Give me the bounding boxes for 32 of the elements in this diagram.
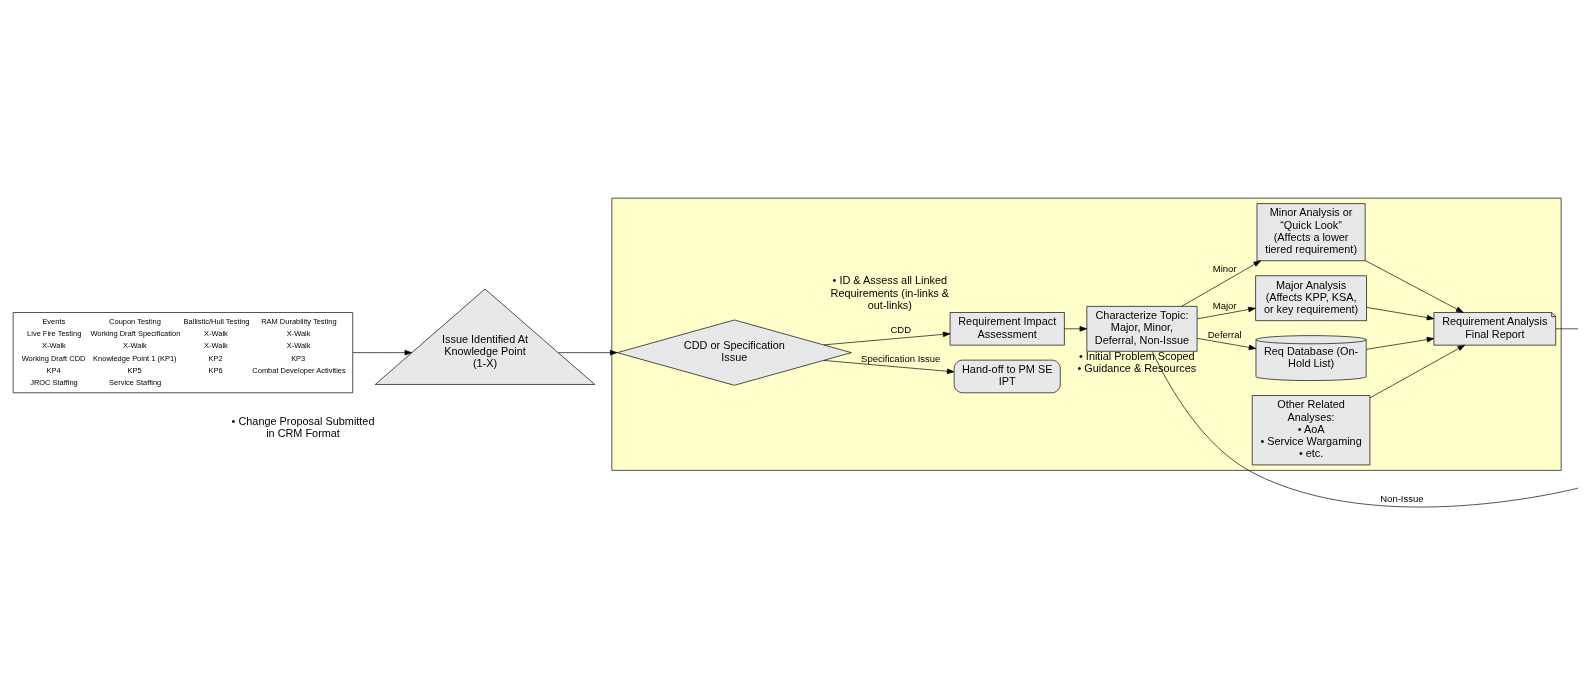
arrow [558,349,618,356]
arrow [1369,344,1466,399]
arrow [1364,260,1464,313]
node-box: Other Related Analyses: • AoA • Service Wargaming • etc. [1251,395,1371,466]
edge-label: CDD [890,324,912,336]
arrow [1181,260,1261,307]
node-diamond: CDD or Specification Issue [616,319,852,386]
arrow [1365,336,1435,350]
node-box: Major Analysis (Affects KPP, KSA, or key requirement) [1255,275,1367,321]
connector [1555,328,1579,330]
node-box: Characterize Topic: Major, Minor, Deferral, Non-Issue [1086,306,1198,352]
arrow [823,360,955,374]
arrow [352,349,413,356]
node-label: • ID & Assess all Linked Requirements (in-links & out-links) [830,274,950,311]
edge-label: Major [1212,300,1237,312]
node-box: Hand-off to PM SE IPT [953,359,1061,394]
edge-label: Non-Issue [1380,493,1424,505]
connector [1151,351,1579,508]
node-label: • Change Proposal Submitted in CRM Format [231,414,375,440]
node-box: Events Coupon Testing Ballistic/Hull Testing RAM Durability Testing Live Fire Testing Working Draft Specification X-Walk X-Walk X-Walk X-Walk X-Walk X-Walk Working Draft CDD Knowledge Point 1 (KP1) KP2 KP3 KP4 KP5 KP6 Combat Developer Activities JROC Staffing Service Staffing [12,312,354,394]
arrow [1064,326,1088,332]
edge-label: Specification Issue [861,352,941,364]
node-label: • Guidance & Resources [1077,362,1197,375]
arrow [1196,306,1256,320]
arrow [1196,338,1257,351]
edge-label: Minor [1212,263,1237,275]
arrow [1366,307,1435,321]
arrow [823,331,951,346]
node-box: Minor Analysis or “Quick Look” (Affects a lower tiered requirement) [1256,203,1366,262]
edge-label: Deferral [1207,329,1242,341]
node-label: • Initial Problem Scoped [1079,349,1195,362]
node-box: Requirement Impact Assessment [949,312,1065,346]
